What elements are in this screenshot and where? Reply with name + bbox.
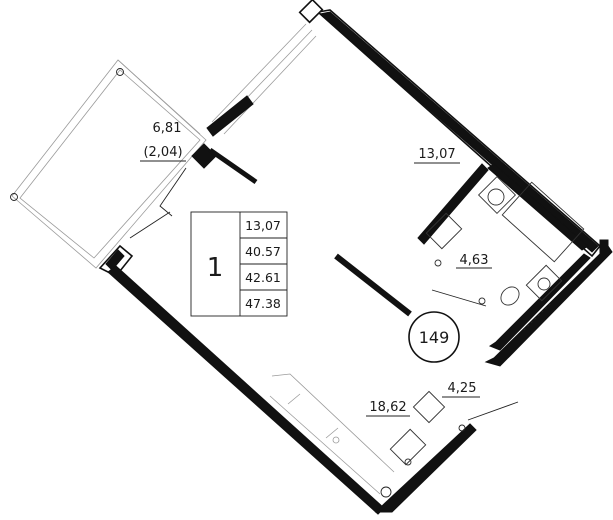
hall-area: 4,25 (448, 381, 477, 396)
bathroom-area: 4,63 (460, 253, 489, 268)
apartment-number: 1 (207, 253, 224, 283)
plan-id-badge: 149 (408, 311, 460, 363)
drain-icon (434, 259, 442, 267)
outer-walls (98, 0, 613, 515)
railing-post-icon (116, 68, 124, 76)
balcony-door (129, 167, 187, 239)
railing-post-icon (10, 193, 18, 201)
bathtub-icon (501, 181, 585, 263)
balcony-reduced-area: (2,04) (143, 145, 182, 160)
legend-area-3: 47.38 (245, 296, 281, 311)
fridge-icon (412, 390, 446, 424)
stove-icon (389, 428, 427, 466)
toilet-icon (500, 286, 520, 306)
room-area: 13,07 (418, 147, 455, 162)
balcony-area: 6,81 (153, 121, 182, 136)
balcony (10, 59, 207, 269)
legend-area-0: 13,07 (245, 218, 281, 233)
partition-wall (334, 253, 412, 317)
plan-id: 149 (419, 328, 450, 347)
bathroom-fixtures (425, 175, 585, 331)
washing-machine-icon (425, 212, 463, 250)
riser-icon (380, 486, 392, 498)
kitchen-area: 18,62 (369, 400, 406, 415)
legend-area-1: 40.57 (245, 244, 281, 259)
washbasin-icon (487, 188, 505, 206)
legend-area-2: 42.61 (245, 270, 281, 285)
sink-icon (525, 264, 563, 302)
area-legend: 1 13,07 40.57 42.61 47.38 (190, 211, 288, 317)
kitchen-fixtures (269, 373, 519, 498)
